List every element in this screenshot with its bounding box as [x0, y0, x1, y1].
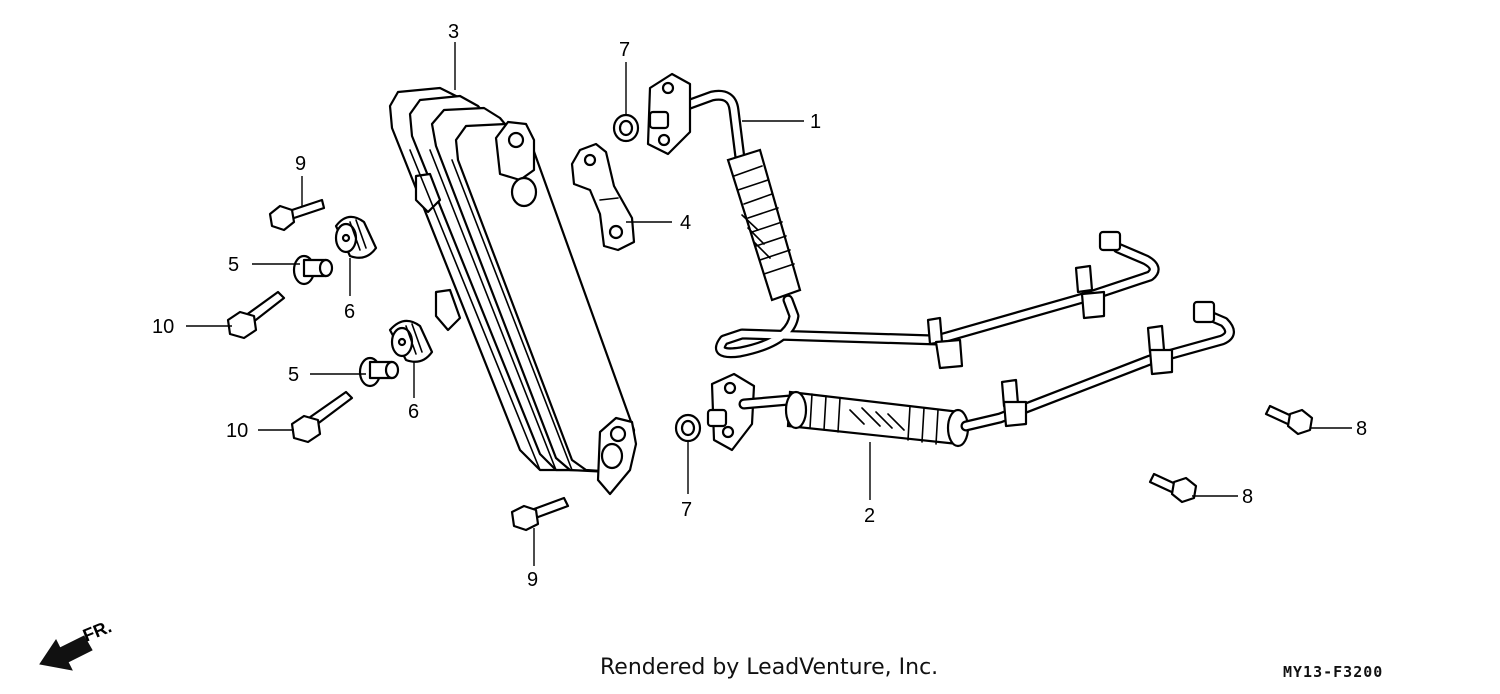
front-arrow-icon — [39, 635, 93, 671]
front-direction-indicator: FR. — [39, 616, 114, 671]
callout-10-upper: 10 — [152, 316, 174, 338]
callout-1: 1 — [810, 111, 821, 133]
bolt-10-upper[interactable] — [226, 290, 286, 340]
callout-7-upper: 7 — [619, 39, 630, 61]
front-label: FR. — [80, 616, 114, 645]
rendered-by-credit: Rendered by LeadVenture, Inc. — [600, 655, 939, 680]
callout-4: 4 — [680, 212, 691, 234]
callout-3: 3 — [448, 21, 459, 43]
callout-8-upper: 8 — [1356, 418, 1367, 440]
callout-10-lower: 10 — [226, 420, 248, 442]
callout-6-upper: 6 — [344, 301, 355, 323]
collar-5-upper[interactable] — [292, 254, 334, 286]
collar-5-lower[interactable] — [358, 356, 400, 388]
callout-9-upper: 9 — [295, 153, 306, 175]
callout-8-lower: 8 — [1242, 486, 1253, 508]
leader-lines — [186, 42, 1352, 566]
oil-cooler[interactable] — [388, 86, 638, 496]
callout-5-lower: 5 — [288, 364, 299, 386]
callout-6-lower: 6 — [408, 401, 419, 423]
bolt-9-lower[interactable] — [510, 496, 570, 532]
grommet-6-lower[interactable] — [388, 319, 434, 363]
grommet-6-upper[interactable] — [334, 215, 378, 259]
o-ring-lower[interactable] — [674, 413, 702, 443]
callout-2: 2 — [864, 505, 875, 527]
bolt-8-lower[interactable] — [1148, 472, 1198, 504]
callout-7-lower: 7 — [681, 499, 692, 521]
diagram-code: MY13-F3200 — [1283, 663, 1384, 681]
bolt-10-lower[interactable] — [290, 390, 354, 444]
pipe-bracket[interactable] — [570, 142, 636, 252]
o-ring-upper[interactable] — [612, 113, 640, 143]
callout-9-lower: 9 — [527, 569, 538, 591]
callout-5-upper: 5 — [228, 254, 239, 276]
oil-pipe-lower[interactable] — [706, 300, 1235, 452]
bolt-9-upper[interactable] — [268, 198, 326, 232]
bolt-8-upper[interactable] — [1264, 404, 1314, 436]
oil-pipe-upper[interactable] — [646, 72, 1160, 370]
